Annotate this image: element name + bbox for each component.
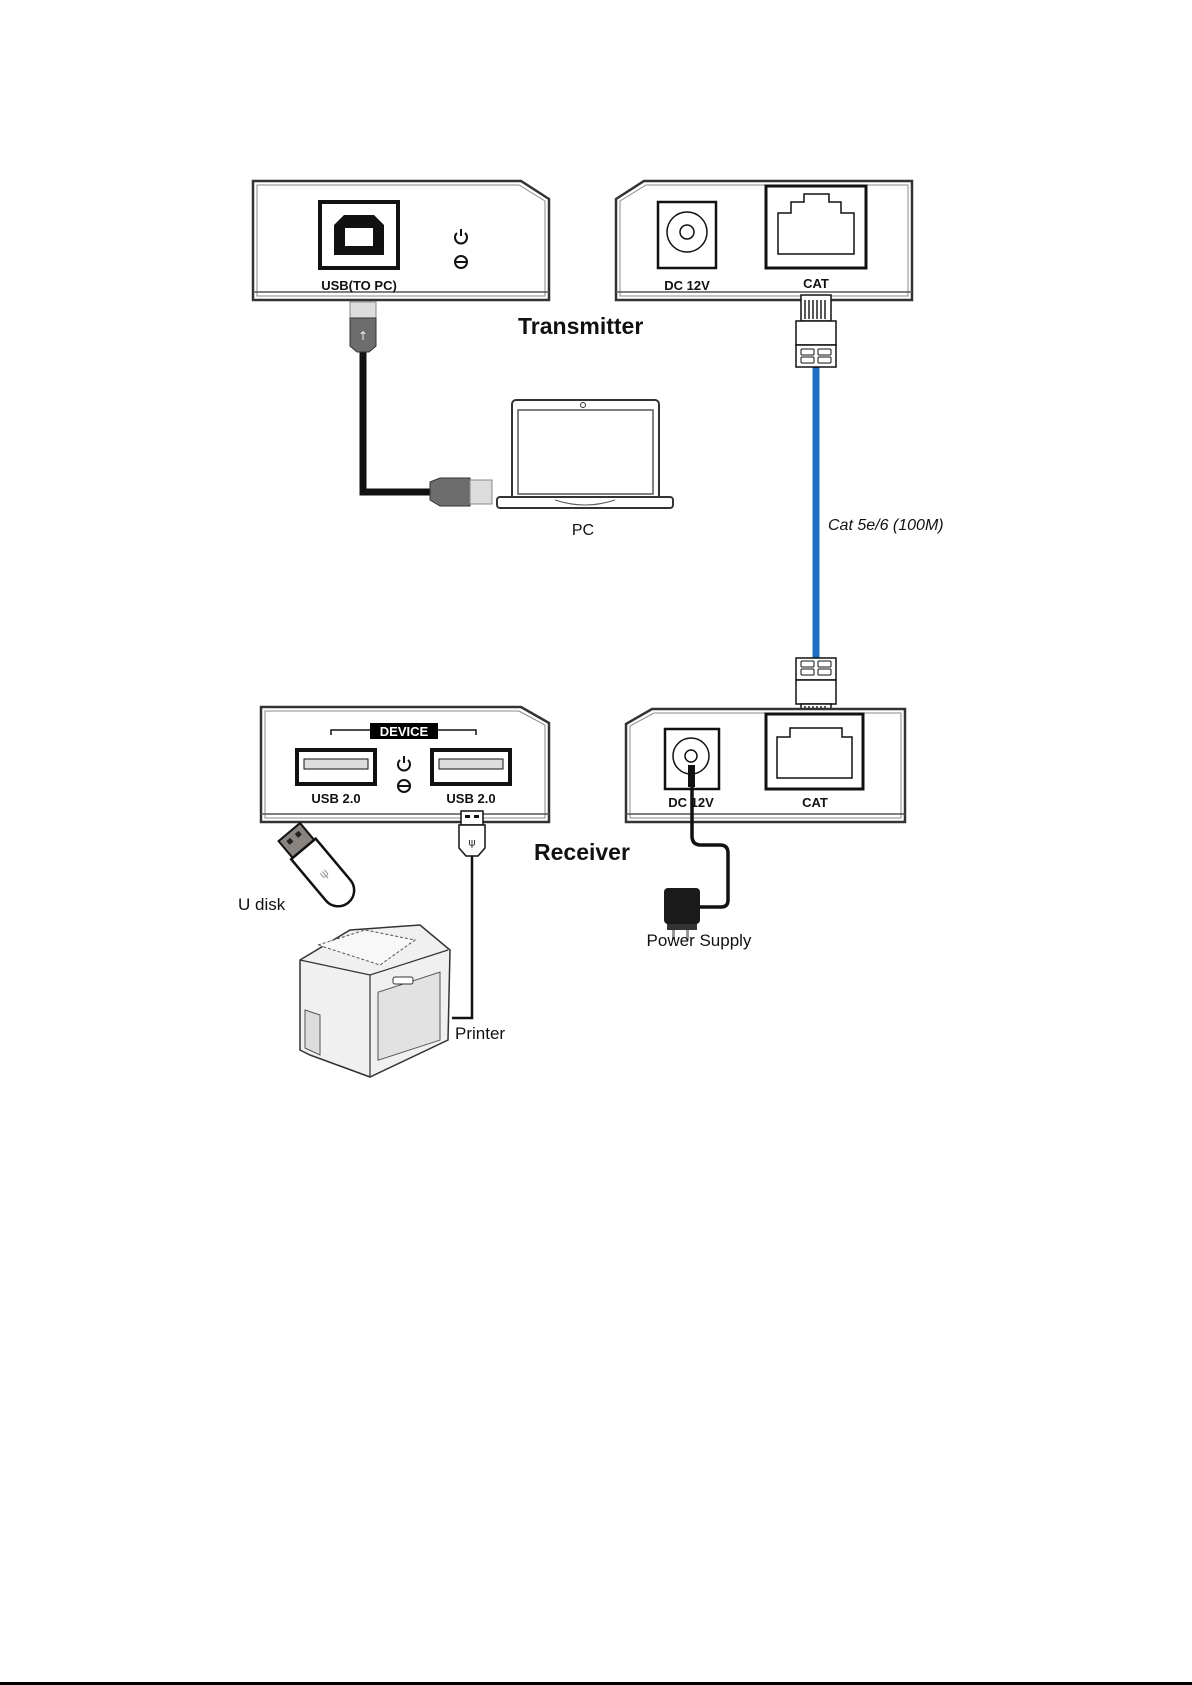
rj45-port-icon — [766, 186, 866, 268]
power-supply-label: Power Supply — [647, 931, 752, 950]
dc-12v-label: DC 12V — [664, 278, 710, 293]
usb-to-pc-label: USB(TO PC) — [321, 278, 397, 293]
receiver-label: Receiver — [534, 839, 630, 865]
usb-port-2-label: USB 2.0 — [446, 791, 495, 806]
usb-a-port-1-icon — [297, 750, 375, 784]
rj45-plug-top-icon — [796, 295, 836, 367]
printer-label: Printer — [455, 1024, 505, 1043]
dc-jack-icon — [658, 202, 716, 268]
cat-port-label: CAT — [802, 795, 828, 810]
printer-icon — [300, 925, 450, 1077]
usb-cable-to-pc: ↑ — [350, 302, 492, 506]
usb-symbol-icon: ↑ — [358, 329, 368, 343]
transmitter-usb-panel: USB(TO PC) — [253, 181, 549, 300]
usb-b-port-icon — [320, 202, 398, 268]
usb-a-port-2-icon — [432, 750, 510, 784]
transmitter-cat-panel: DC 12V CAT — [616, 181, 912, 300]
device-label: DEVICE — [380, 724, 429, 739]
u-disk-label: U disk — [238, 895, 286, 914]
usb-flash-drive-icon: ψ — [277, 822, 361, 913]
receiver-usb-panel: DEVICE USB 2.0 USB 2.0 — [261, 707, 549, 822]
pc-label: PC — [572, 522, 594, 539]
receiver-cat-panel: DC 12V CAT — [626, 709, 905, 822]
transmitter-label: Transmitter — [518, 313, 643, 339]
rj45-port-icon — [766, 714, 863, 789]
usb-symbol-icon: ψ — [468, 836, 475, 849]
cat-cable — [796, 295, 836, 730]
cat-cable-label: Cat 5e/6 (100M) — [828, 517, 944, 534]
usb-cable-to-printer: ψ — [452, 811, 485, 1018]
usb-port-1-label: USB 2.0 — [311, 791, 360, 806]
laptop-icon — [497, 400, 673, 508]
cat-port-label: CAT — [803, 276, 829, 291]
